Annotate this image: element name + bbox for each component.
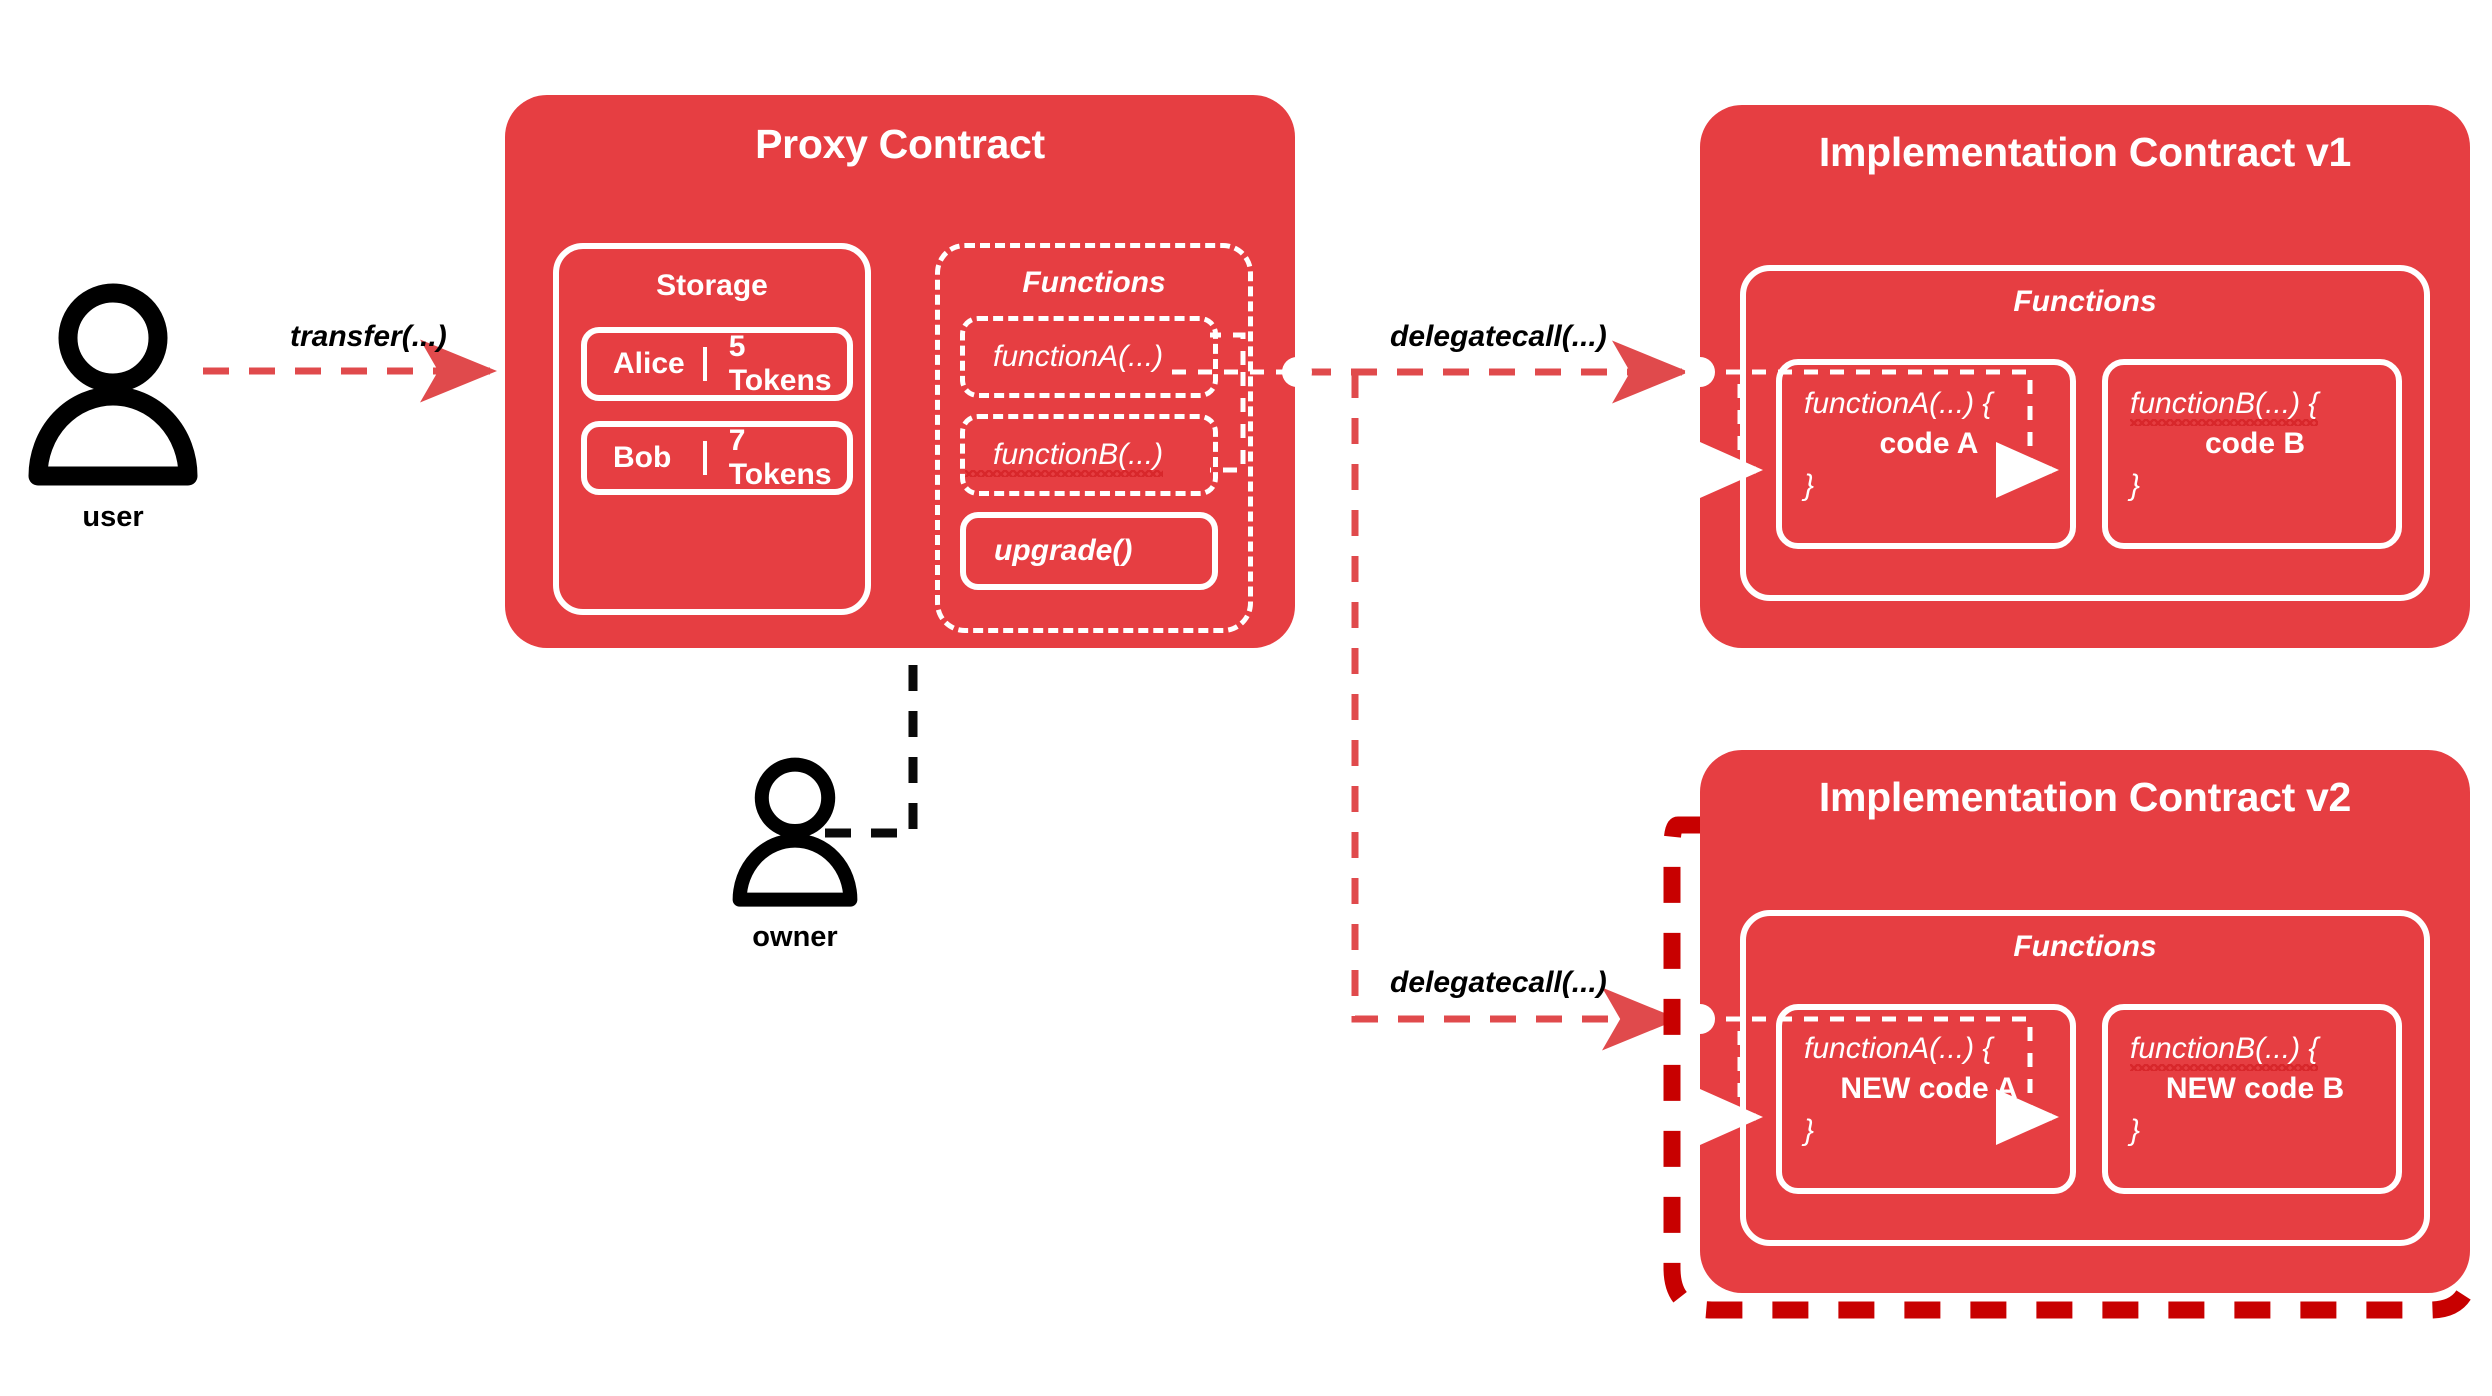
edge-label-delegatecall-v1: delegatecall(...) — [1390, 320, 1607, 353]
proxy-contract-card: Proxy Contract Storage Alice 5 Tokens Bo… — [505, 95, 1295, 648]
storage-value-bob: 7 Tokens — [728, 424, 832, 491]
implementation-v1-code-b-body: code B — [2204, 427, 2306, 460]
implementation-v2-functions-heading: Functions — [2013, 930, 2157, 963]
actor-owner-label: owner — [752, 921, 838, 953]
edge-delegatecall-v2 — [1351, 372, 1679, 1051]
proxy-functions-panel: Functions functionA(...) functionB(...) … — [935, 243, 1253, 633]
edge-label-transfer: transfer(...) — [290, 320, 447, 353]
proxy-function-b[interactable]: functionB(...) — [960, 414, 1218, 496]
storage-separator — [703, 347, 707, 381]
storage-value-alice: 5 Tokens — [728, 330, 832, 397]
proxy-function-upgrade[interactable]: upgrade() — [960, 512, 1218, 590]
implementation-v2-code-b-body: NEW code B — [2165, 1072, 2345, 1105]
proxy-function-a-label: functionA(...) — [993, 340, 1164, 373]
storage-row-bob: Bob 7 Tokens — [581, 421, 853, 495]
implementation-v1-code-a-close: } — [1804, 469, 1815, 502]
implementation-v1-code-a: functionA(...) { code A } — [1776, 359, 2076, 549]
proxy-function-b-label: functionB(...) — [965, 438, 1164, 477]
implementation-v2-code-a-close: } — [1804, 1114, 1815, 1147]
implementation-v1-card: Implementation Contract v1 Functions fun… — [1700, 105, 2470, 648]
actor-user[interactable]: user — [18, 280, 208, 534]
proxy-function-a[interactable]: functionA(...) — [960, 316, 1218, 398]
implementation-v2-card: Implementation Contract v2 Functions fun… — [1700, 750, 2470, 1293]
proxy-function-upgrade-label: upgrade() — [994, 534, 1133, 567]
implementation-v1-code-a-body: code A — [1879, 427, 1979, 460]
implementation-v2-code-b: functionB(...) { NEW code B } — [2102, 1004, 2402, 1194]
storage-separator — [703, 441, 707, 475]
storage-row-alice: Alice 5 Tokens — [581, 327, 853, 401]
implementation-v1-code-a-signature: functionA(...) { — [1804, 387, 1993, 420]
implementation-v1-functions-heading: Functions — [2013, 285, 2157, 318]
implementation-v1-title: Implementation Contract v1 — [1818, 129, 2352, 175]
implementation-v2-code-b-signature: functionB(...) { — [2130, 1032, 2319, 1071]
implementation-v2-code-b-close: } — [2130, 1114, 2141, 1147]
implementation-v1-code-b: functionB(...) { code B } — [2102, 359, 2402, 549]
implementation-v1-functions-panel: Functions functionA(...) { code A } func… — [1740, 265, 2430, 601]
implementation-v2-functions-panel: Functions functionA(...) { NEW code A } … — [1740, 910, 2430, 1246]
implementation-v2-code-a: functionA(...) { NEW code A } — [1776, 1004, 2076, 1194]
storage-name-alice: Alice — [613, 347, 685, 380]
person-icon — [28, 283, 198, 486]
storage-name-bob: Bob — [613, 441, 672, 474]
actor-owner[interactable]: owner — [700, 755, 890, 954]
proxy-contract-title: Proxy Contract — [755, 121, 1045, 167]
storage-panel: Storage Alice 5 Tokens Bob 7 Tokens — [553, 243, 871, 615]
implementation-v1-code-b-signature: functionB(...) { — [2130, 387, 2319, 426]
implementation-v2-title: Implementation Contract v2 — [1818, 774, 2352, 820]
proxy-functions-heading: Functions — [1022, 266, 1166, 299]
implementation-v1-code-b-close: } — [2130, 469, 2141, 502]
storage-heading: Storage — [656, 269, 768, 302]
person-icon — [732, 757, 858, 907]
actor-user-label: user — [82, 501, 144, 533]
edge-label-delegatecall-v2: delegatecall(...) — [1390, 966, 1607, 999]
implementation-v2-code-a-body: NEW code A — [1840, 1072, 2018, 1105]
implementation-v2-code-a-signature: functionA(...) { — [1804, 1032, 1993, 1065]
